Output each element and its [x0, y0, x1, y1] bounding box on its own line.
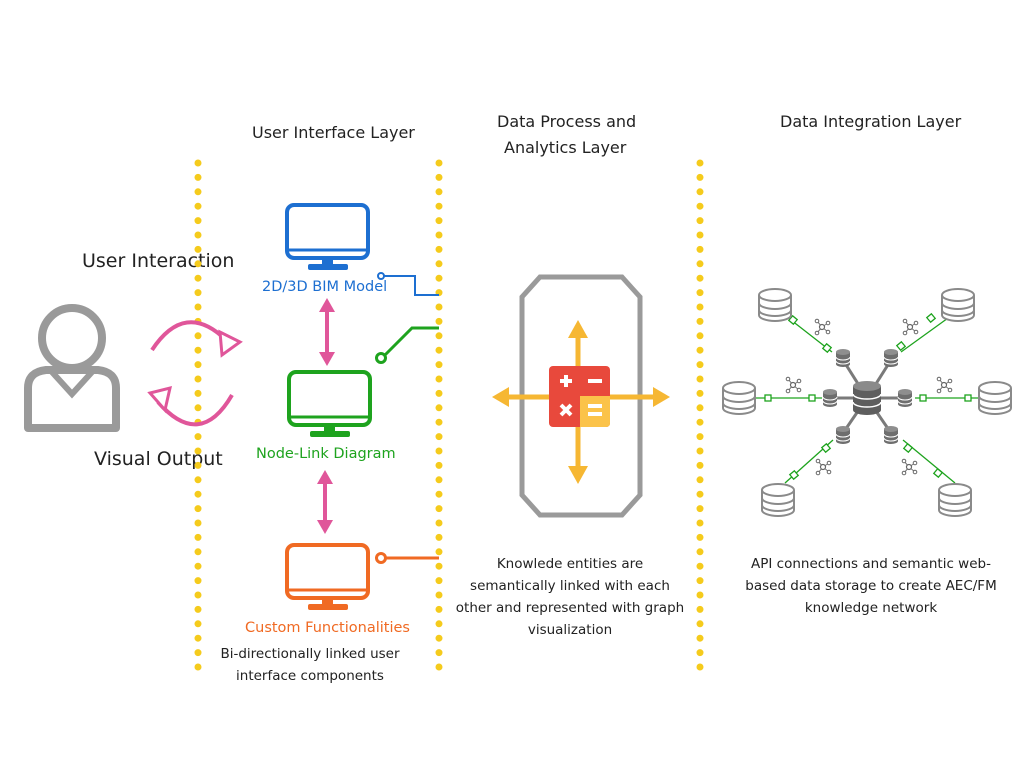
integration-caption: API connections and semantic web- based …: [726, 553, 1016, 619]
ui-caption-line2: interface components: [236, 668, 384, 684]
bim-connector: [377, 272, 439, 296]
process-caption-line2: semantically linked with each: [470, 578, 670, 594]
process-layer-title-line2: Analytics Layer: [504, 138, 627, 157]
process-caption-line4: visualization: [527, 622, 613, 638]
ui-caption-line1: Bi-directionally linked user: [220, 646, 400, 662]
bim-model-label: 2D/3D BIM Model: [262, 279, 388, 295]
custom-monitor-icon: [285, 543, 370, 610]
visual-output-label: Visual Output: [94, 448, 223, 470]
custom-functionalities-label: Custom Functionalities: [245, 620, 410, 636]
interaction-cycle-arrows: [147, 320, 243, 427]
integration-layer-title: Data Integration Layer: [780, 112, 962, 131]
integration-caption-line2: based data storage to create AEC/FM: [745, 578, 997, 594]
bim-node-link-arrow: [319, 298, 335, 366]
process-caption-line3: other and represented with graph: [455, 600, 685, 616]
node-link-custom-arrow: [317, 470, 333, 534]
process-caption: Knowlede entities are semantically linke…: [440, 553, 700, 641]
node-link-monitor-icon: [287, 370, 372, 437]
calculator-icon: [549, 366, 610, 427]
integration-caption-line3: knowledge network: [804, 600, 938, 616]
process-layer-title-line1: Data Process and: [497, 112, 637, 131]
user-icon: [24, 304, 120, 432]
node-link-connector: [375, 326, 439, 364]
database-network: [722, 288, 1012, 517]
node-link-diagram-label: Node-Link Diagram: [256, 446, 396, 462]
integration-caption-line1: API connections and semantic web-: [751, 556, 991, 572]
process-caption-line1: Knowlede entities are: [496, 556, 644, 572]
ui-layer-title: User Interface Layer: [252, 123, 415, 142]
custom-connector: [375, 552, 439, 564]
bim-monitor-icon: [285, 203, 370, 270]
ui-caption: Bi-directionally linked user interface c…: [205, 643, 415, 687]
